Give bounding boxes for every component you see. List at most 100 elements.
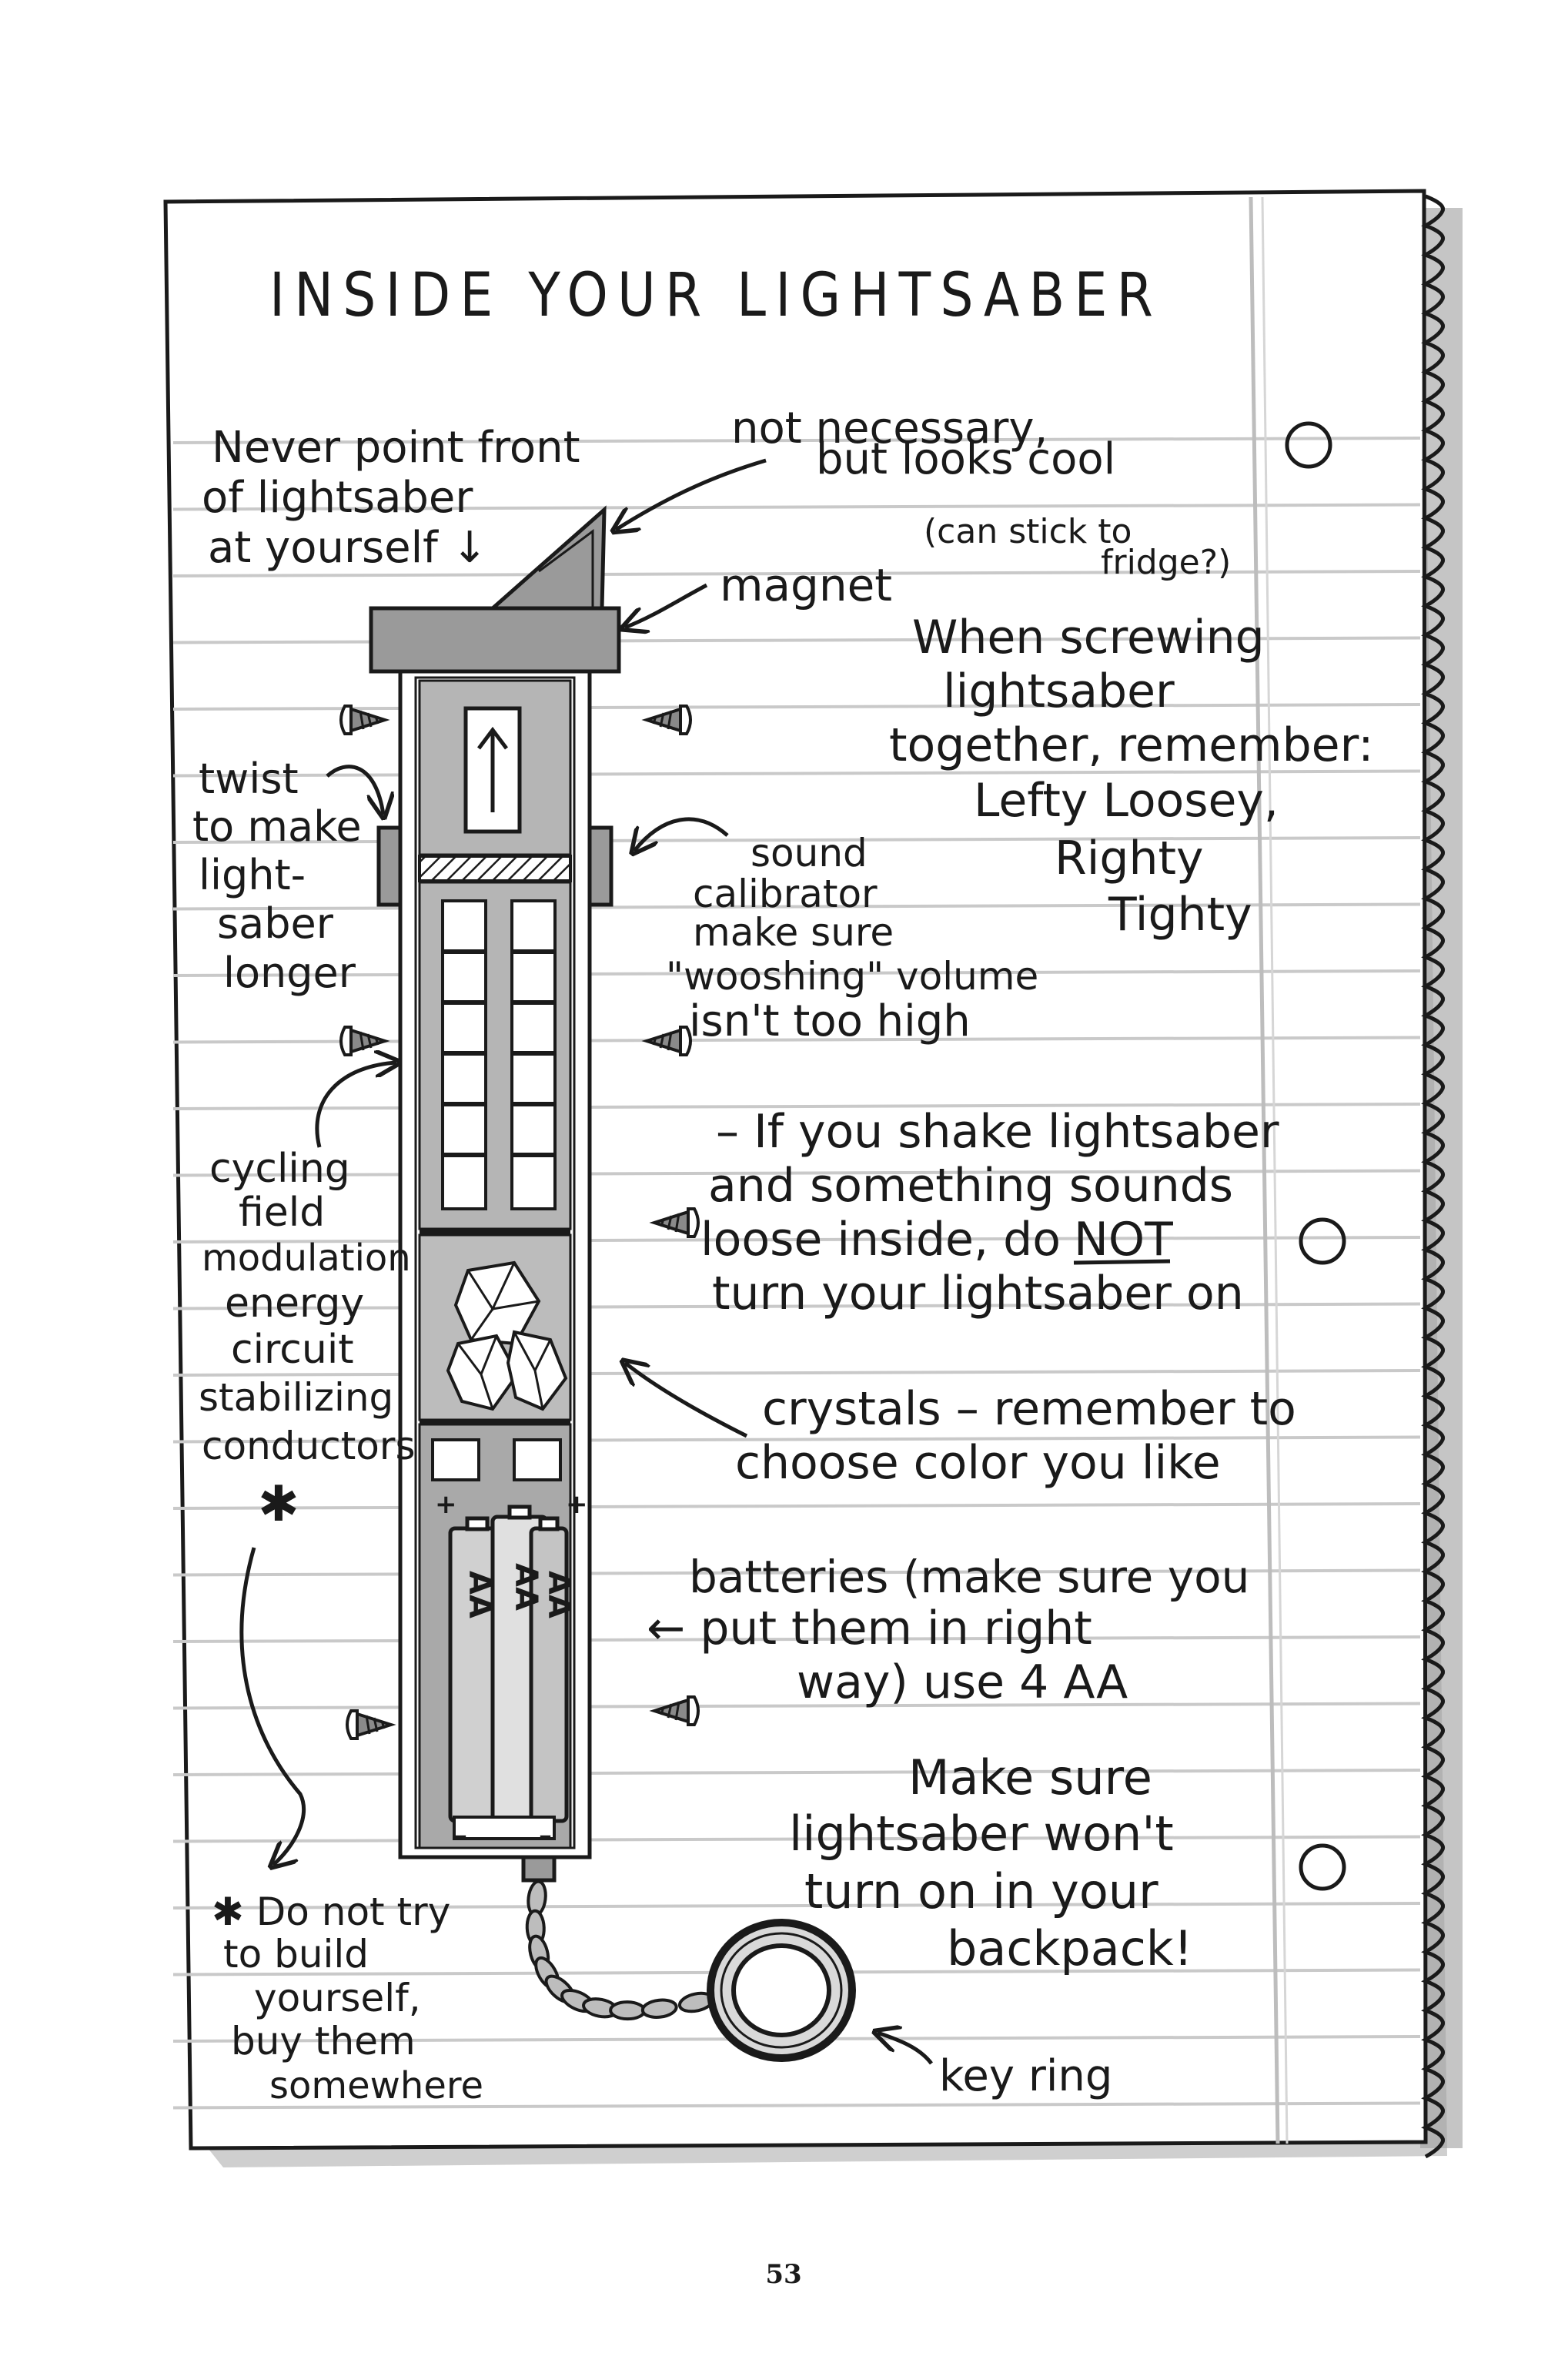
- ruled-line: [172, 1369, 1421, 1377]
- note-never-point: Never point front: [212, 423, 580, 473]
- note-screwing: Lefty Loosey,: [974, 774, 1279, 828]
- note-cycling: energy: [225, 1280, 364, 1327]
- ruled-line: [172, 1302, 1421, 1310]
- note-cycling: circuit: [231, 1327, 354, 1373]
- battery-sign: +: [566, 1489, 588, 1520]
- battery-sign: –: [539, 1820, 552, 1851]
- note-cycling: cycling: [209, 1146, 350, 1192]
- note-magnet: (can stick to: [924, 512, 1132, 551]
- ruled-line: [172, 1835, 1421, 1843]
- ruled-line: [172, 1902, 1421, 1910]
- note-twist: to make: [192, 802, 362, 851]
- lightsaber-diagram: [369, 505, 621, 1883]
- ruled-line: [172, 1169, 1421, 1177]
- note-backpack: backpack!: [947, 1920, 1193, 1976]
- note-do-not-build: to build: [223, 1932, 369, 1976]
- chain-link: [640, 1998, 678, 2019]
- note-twist: saber: [217, 899, 334, 948]
- binder-hole-icon: [1285, 421, 1332, 469]
- note-shake: – If you shake lightsaber: [716, 1105, 1279, 1159]
- arrow-icon: [634, 817, 729, 851]
- screw-icon: [649, 1695, 700, 1726]
- note-cycling: conductors: [202, 1424, 416, 1468]
- page-title: INSIDE YOUR LIGHTSABER: [269, 261, 1162, 330]
- magnet-cap: [369, 606, 621, 674]
- note-not-necessary: but looks cool: [816, 434, 1115, 484]
- sound-calibrator-knob: [587, 825, 613, 907]
- note-sound: sound: [751, 831, 868, 875]
- ruled-line: [172, 2101, 1421, 2110]
- ruled-line: [172, 969, 1421, 977]
- arrow-icon: [315, 1063, 396, 1148]
- key-chain: [525, 1879, 715, 2021]
- note-screwing: Tighty: [1108, 888, 1252, 942]
- twist-knob-left: [376, 825, 403, 907]
- ruled-line: [172, 1103, 1421, 1110]
- note-crystals: choose color you like: [735, 1436, 1221, 1490]
- screw-icon: [339, 1026, 390, 1056]
- note-do-not-build: buy them: [231, 2019, 416, 2063]
- spiral-edge: [1421, 194, 1445, 2159]
- twist-band: [418, 855, 572, 882]
- note-shake: loose inside, do: [700, 1213, 1061, 1267]
- note-sound: isn't too high: [689, 996, 971, 1046]
- page-number: 53: [765, 2259, 801, 2290]
- note-sound: make sure: [693, 910, 894, 955]
- arrow-icon: [239, 1547, 306, 1865]
- screw-icon: [346, 1709, 396, 1740]
- note-never-point: of lightsaber: [202, 473, 473, 523]
- ruled-line: [172, 769, 1421, 778]
- not-underline: [1073, 1259, 1171, 1265]
- note-magnet: magnet: [720, 559, 892, 611]
- note-batteries: way) use 4 AA: [797, 1655, 1128, 1709]
- ruled-line: [172, 1502, 1421, 1510]
- battery-label: AA: [508, 1563, 543, 1611]
- note-screwing: Righty: [1055, 832, 1204, 885]
- ruled-line: [172, 437, 1421, 444]
- screw-icon: [649, 1207, 700, 1238]
- note-sound: calibrator: [693, 872, 878, 916]
- ruled-line: [172, 703, 1421, 711]
- note-backpack: turn on in your: [804, 1863, 1158, 1920]
- ruled-line: [172, 1635, 1421, 1643]
- note-cycling: ✱: [258, 1476, 299, 1533]
- note-shake: turn your lightsaber on: [712, 1267, 1244, 1320]
- note-do-not-build: somewhere: [269, 2064, 483, 2107]
- screws: [339, 705, 700, 1740]
- note-cycling: modulation: [202, 1237, 411, 1280]
- screw-icon: [641, 705, 692, 735]
- note-crystals: crystals – remember to: [762, 1382, 1296, 1436]
- ruled-line: [172, 1236, 1421, 1243]
- note-backpack: Make sure: [908, 1749, 1152, 1806]
- binder-hole-icon: [1299, 1217, 1346, 1265]
- screw-icon: [339, 705, 390, 735]
- note-shake: NOT: [1074, 1213, 1173, 1267]
- note-screwing: When screwing: [912, 611, 1265, 664]
- binder-hole-icon: [1299, 1843, 1346, 1891]
- screw-icon: [641, 1026, 692, 1056]
- note-batteries: ← put them in right: [647, 1602, 1092, 1655]
- note-not-necessary: not necessary,: [731, 403, 1048, 454]
- arrow-icon: [616, 458, 767, 530]
- ruled-line: [172, 570, 1421, 577]
- note-never-point: at yourself ↓: [208, 523, 488, 573]
- ruled-line: [172, 1702, 1421, 1710]
- note-cycling: stabilizing: [199, 1375, 393, 1420]
- battery-label: AA: [541, 1571, 577, 1618]
- battery-label: AA: [462, 1571, 497, 1618]
- callout-arrows: [239, 458, 933, 2065]
- battery-sign: –: [454, 1820, 467, 1851]
- arrow-icon: [625, 1363, 748, 1438]
- arrow-icon: [625, 583, 708, 628]
- margin-line-2: [1261, 196, 1289, 2144]
- ruled-line: [172, 1769, 1421, 1776]
- note-key-ring: key ring: [939, 2051, 1112, 2101]
- note-twist: longer: [223, 949, 356, 997]
- arrow-icon: [477, 726, 508, 812]
- note-screwing: together, remember:: [889, 718, 1373, 772]
- note-twist: light-: [199, 851, 306, 899]
- arrow-icon: [878, 2033, 933, 2065]
